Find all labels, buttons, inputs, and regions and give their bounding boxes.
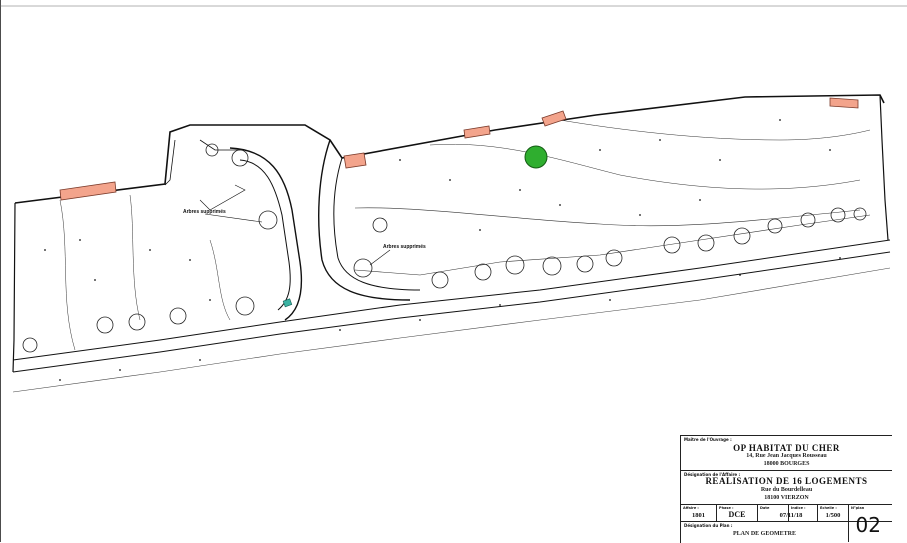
property-boundary-west [12, 202, 16, 373]
plan-number-caption: N°plan [851, 506, 865, 510]
contour-1 [354, 207, 861, 227]
tree [800, 212, 816, 228]
road-south-edge-2 [12, 251, 891, 373]
client-name: OP HABITAT DU CHER [733, 443, 840, 453]
affaire-caption: Affaire : [683, 506, 699, 510]
plan-number-value: 02 [855, 513, 881, 537]
tree [767, 218, 783, 234]
tree [128, 313, 146, 331]
building-footprint [463, 125, 491, 139]
project-street: Rue du Bourdelleau [760, 487, 813, 493]
affaire-value: 1801 [692, 512, 705, 519]
tree [235, 296, 255, 316]
annotation-trees-removed-left: Arbres supprimés [183, 209, 226, 215]
property-boundary-north [14, 94, 885, 204]
tree [231, 149, 249, 167]
contour-4 [59, 199, 76, 351]
project-title: REALISATION DE 16 LOGEMENTS [705, 476, 868, 486]
echelle-value: 1/500 [825, 512, 841, 519]
client-caption: Maître de l'Ouvrage : [684, 437, 732, 442]
designation-value: PLAN DE GEOMETRE [732, 531, 796, 537]
contour-5 [129, 194, 141, 321]
driveway-center-inner [333, 157, 421, 291]
echelle-cell: Echelle : 1/500 [818, 505, 849, 521]
echelle-caption: Echelle : [820, 506, 837, 510]
project-section: Désignation de l'Affaire : REALISATION D… [681, 471, 892, 505]
tree [505, 255, 525, 275]
annotation-trees-removed-center: Arbres supprimés [383, 244, 426, 250]
affaire-cell: Affaire : 1801 [681, 505, 717, 521]
road-south-edge-3 [12, 267, 891, 393]
indice-cell: Indice : 07/11/18 [780, 505, 818, 521]
survey-points [44, 119, 841, 381]
tree [96, 316, 114, 334]
building-footprint [541, 110, 567, 127]
building-footprint [829, 97, 859, 109]
driveway-left-outer [229, 147, 303, 321]
phase-value: DCE [728, 510, 746, 519]
driveway-left-inner [239, 159, 291, 311]
info-row: Affaire : 1801 Phase : DCE Date Indice :… [681, 505, 892, 537]
contour-2 [429, 144, 861, 190]
building-footprint [343, 152, 367, 169]
tree [576, 255, 594, 273]
date-cell: Date [758, 505, 789, 521]
hedge-line [354, 214, 871, 276]
parcel-line-2 [199, 139, 240, 151]
project-caption: Désignation de l'Affaire : [684, 472, 741, 477]
parcel-line-1 [164, 139, 176, 186]
tree [733, 227, 751, 245]
project-city: 18100 VIERZON [764, 495, 809, 501]
client-address: 14, Rue Jean Jacques Rousseau [746, 453, 827, 459]
date-value: 07/11/18 [779, 512, 803, 519]
driveway-center-outer [318, 139, 411, 301]
trees-group [22, 143, 867, 353]
title-block: Maître de l'Ouvrage : OP HABITAT DU CHER… [680, 435, 892, 543]
tree [205, 143, 219, 157]
designation-section: Désignation du Plan : PLAN DE GEOMETRE [681, 522, 849, 542]
road-south-edge-1 [12, 239, 891, 361]
leader-line [204, 213, 263, 223]
tree [258, 210, 278, 230]
tree [169, 307, 187, 325]
tree [605, 249, 623, 267]
tree [372, 217, 388, 233]
tree [431, 271, 449, 289]
tree [853, 207, 867, 221]
indice-caption: Indice : [791, 506, 806, 510]
phase-cell: Phase : DCE [717, 505, 758, 521]
tree [22, 337, 38, 353]
parcel-line-3 [199, 184, 246, 211]
leader-line [369, 249, 391, 266]
client-section: Maître de l'Ouvrage : OP HABITAT DU CHER… [681, 436, 892, 471]
property-boundary-east [879, 94, 889, 241]
contour-3 [559, 119, 871, 141]
tree [697, 234, 715, 252]
tree [663, 236, 681, 254]
phase-caption: Phase : [719, 506, 734, 510]
plan-number-cell: N°plan 02 [849, 505, 891, 543]
survey-marker [282, 298, 293, 308]
contour-6 [209, 239, 231, 321]
tree [474, 263, 492, 281]
client-city: 18000 BOURGES [763, 461, 810, 467]
designation-caption: Désignation du Plan : [684, 523, 733, 528]
tree-highlight [524, 145, 548, 169]
tree [830, 207, 846, 223]
date-caption: Date [760, 506, 770, 510]
building-footprint [59, 181, 117, 201]
tree [353, 258, 373, 278]
tree [542, 256, 562, 276]
